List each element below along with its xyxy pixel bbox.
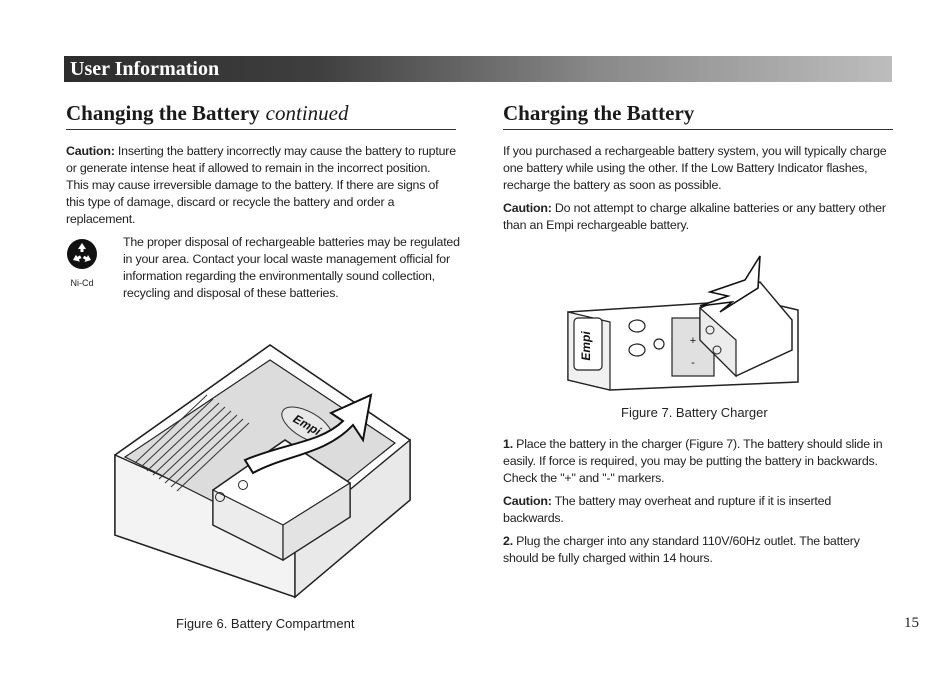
charging-steps: 1. Place the battery in the charger (Fig… [503,436,893,573]
continued-label: continued [265,101,349,125]
recycle-icon [67,239,97,269]
battery-compartment-illustration: Empi [114,344,411,599]
recycle-notice: Ni-Cd The proper disposal of rechargeabl… [66,235,460,322]
overheat-caution: Caution: The battery may overheat and ru… [503,493,893,527]
caution-text: Inserting the battery incorrectly may ca… [66,144,456,226]
charging-intro: If you purchased a rechargeable battery … [503,144,887,192]
page-number: 15 [904,615,919,631]
step-2-text: Plug the charger into any standard 110V/… [503,534,860,565]
figure7-brand-text: Empi [579,331,593,361]
section-header-title: User Information [70,58,220,80]
section-header-bar: User Information [64,56,892,82]
disposal-text: The proper disposal of rechargeable batt… [123,235,460,300]
caution-text: Do not attempt to charge alkaline batter… [503,201,886,232]
step-1-number: 1. [503,437,513,451]
nicd-label: Ni-Cd [70,278,94,288]
figure6-caption: Figure 6. Battery Compartment [176,616,355,631]
caution-text: The battery may overheat and rupture if … [503,494,832,525]
caution-label: Caution: [66,144,115,158]
step-1-text: Place the battery in the charger (Figure… [503,437,883,485]
charging-battery-title: Charging the Battery [503,100,893,130]
svg-text:-: - [691,357,695,369]
caution-label: Caution: [503,494,552,508]
caution-label: Caution: [503,201,552,215]
charging-caution: Caution: Do not attempt to charge alkali… [503,200,893,234]
right-column: Charging the Battery If you purchased a … [503,100,893,240]
svg-text:+: + [690,335,696,347]
step-2-number: 2. [503,534,513,548]
battery-charger-illustration: Empi + - [567,255,799,391]
caution-paragraph: Caution: Inserting the battery incorrect… [66,143,456,228]
step-1: 1. Place the battery in the charger (Fig… [503,436,893,487]
step-2: 2. Plug the charger into any standard 11… [503,533,893,567]
figure7-caption: Figure 7. Battery Charger [621,405,768,420]
